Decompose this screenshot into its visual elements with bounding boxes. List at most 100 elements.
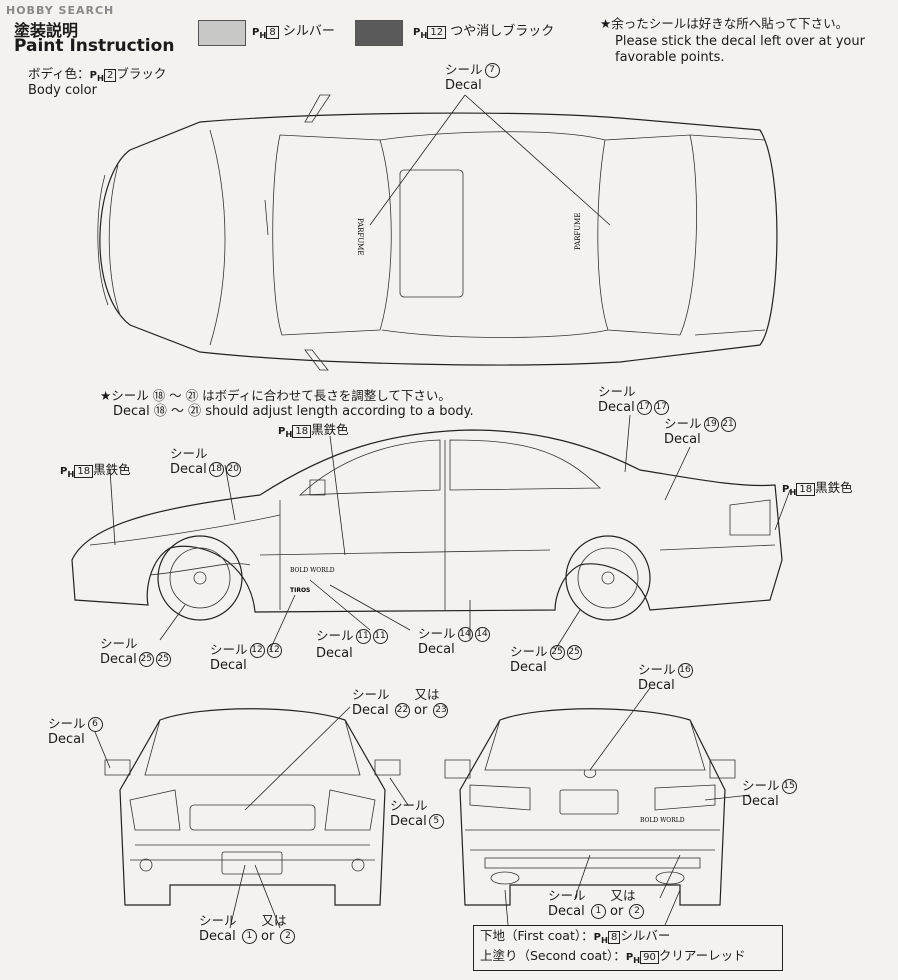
- seal-label: シール: [418, 626, 456, 641]
- decal-number: 15: [781, 779, 797, 794]
- note-leftover-en-2: favorable points.: [615, 50, 725, 65]
- decal-number: 25: [155, 652, 171, 667]
- gunmetal-code: 18: [74, 465, 94, 478]
- decal-number: 6: [87, 717, 103, 732]
- decal-number: 2: [280, 929, 296, 944]
- callout-decal-1-front: シール 又は: [199, 913, 287, 929]
- page-title-en: Paint Instruction: [14, 36, 175, 56]
- decal-label: Decal: [100, 652, 137, 667]
- legend-silver-name: シルバー: [282, 24, 335, 39]
- or-label-jp: 又は: [610, 888, 636, 903]
- seal-label: シール: [598, 384, 636, 399]
- decal-label: Decal: [598, 400, 635, 415]
- note-adjust-length-jp: ★シール ⑱ ～ ㉑ はボディに合わせて長さを調整して下さい。: [100, 388, 451, 403]
- seal-label: シール: [742, 778, 780, 793]
- callout-decal-1-front-en: Decal 1 or 2: [199, 929, 296, 945]
- callout-decal-7-en: Decal: [445, 78, 482, 93]
- callout-decal-5: シール: [390, 798, 428, 814]
- tiros-side-text: TIROS: [290, 587, 310, 594]
- car-side-view: BOLD WORLD TIROS: [71, 429, 783, 621]
- gunmetal-name: 黒鉄色: [93, 462, 131, 477]
- bold-world-rear-text: BOLD WORLD: [640, 817, 685, 824]
- second-coat-label: 上塗り（Second coat）：: [480, 948, 626, 963]
- silver-swatch: [198, 20, 246, 46]
- callout-decal-17: シール: [598, 384, 636, 400]
- decal-number: 17: [636, 400, 652, 415]
- decal-number: 12: [249, 643, 265, 658]
- seal-label: シール: [170, 446, 208, 461]
- decal-number: 12: [266, 643, 282, 658]
- note-leftover-en-1: Please stick the decal left over at your: [615, 34, 865, 49]
- callout-decal-6-en: Decal: [48, 732, 85, 747]
- seal-label: シール: [510, 644, 548, 659]
- callout-decal-14-en: Decal: [418, 642, 455, 657]
- seal-label: シール: [100, 636, 138, 651]
- callout-decal-19-en: Decal: [664, 432, 701, 447]
- matte-black-swatch: [355, 20, 403, 46]
- seal-label: シール: [210, 642, 248, 657]
- first-coat-code: 8: [607, 931, 621, 944]
- body-color-en: Body color: [28, 83, 97, 98]
- decal-number: 25: [566, 645, 582, 660]
- decal-number: 1: [590, 904, 606, 919]
- decal-number: 2: [629, 904, 645, 919]
- gunmetal-code: 18: [796, 483, 816, 496]
- body-color-code: 2: [103, 69, 117, 82]
- bold-world-side-text: BOLD WORLD: [290, 567, 335, 574]
- decal-number: 11: [355, 629, 371, 644]
- gunmetal-code: 18: [292, 425, 312, 438]
- legend-matte-black-name: つや消しブラック: [450, 24, 555, 39]
- callout-decal-25a: シール: [100, 636, 138, 652]
- seal-label: シール: [548, 888, 586, 903]
- callout-decal-1-rear-en: Decal 1 or 2: [548, 904, 645, 920]
- decal-number: 20: [225, 462, 241, 477]
- callout-decal-12-en: Decal: [210, 658, 247, 673]
- decal-number: 14: [457, 627, 473, 642]
- note-adjust-length-en: Decal ⑱ ～ ㉑ should adjust length accordi…: [113, 404, 474, 419]
- decal-number: 16: [677, 663, 693, 678]
- callout-decal-25b-en: Decal: [510, 660, 547, 675]
- decal-label: Decal: [199, 929, 236, 944]
- callout-decal-18: シール: [170, 446, 208, 462]
- watermark-logo: HOBBY SEARCH: [6, 4, 115, 17]
- decal-number: 14: [474, 627, 490, 642]
- seal-label: シール: [199, 913, 237, 928]
- or-label-jp: 又は: [414, 687, 440, 702]
- page-title-jp: 塗装説明: [14, 21, 79, 40]
- parfume-side-text-right: PARFUME: [574, 213, 582, 250]
- seal-label: シール: [48, 716, 86, 731]
- body-color-prefix: ボディ色：: [28, 66, 90, 81]
- callout-decal-11-en: Decal: [316, 646, 353, 661]
- decal-number: 19: [703, 417, 719, 432]
- decal-number: 21: [720, 417, 736, 432]
- decal-number: 1: [241, 929, 257, 944]
- decal-label: Decal: [170, 462, 207, 477]
- seal-label: シール: [638, 662, 676, 677]
- second-coat-name: クリアーレッド: [658, 948, 746, 963]
- decal-label: Decal: [548, 904, 585, 919]
- first-coat-name: シルバー: [620, 928, 671, 943]
- decal-number: 7: [484, 63, 500, 78]
- parfume-side-text-left: PARFUME: [356, 218, 364, 255]
- decal-number: 25: [549, 645, 565, 660]
- decal-number: 11: [372, 629, 388, 644]
- decal-number: 22: [394, 703, 410, 718]
- decal-number: 23: [433, 703, 449, 718]
- first-coat-label: 下地（First coat）：: [480, 928, 594, 943]
